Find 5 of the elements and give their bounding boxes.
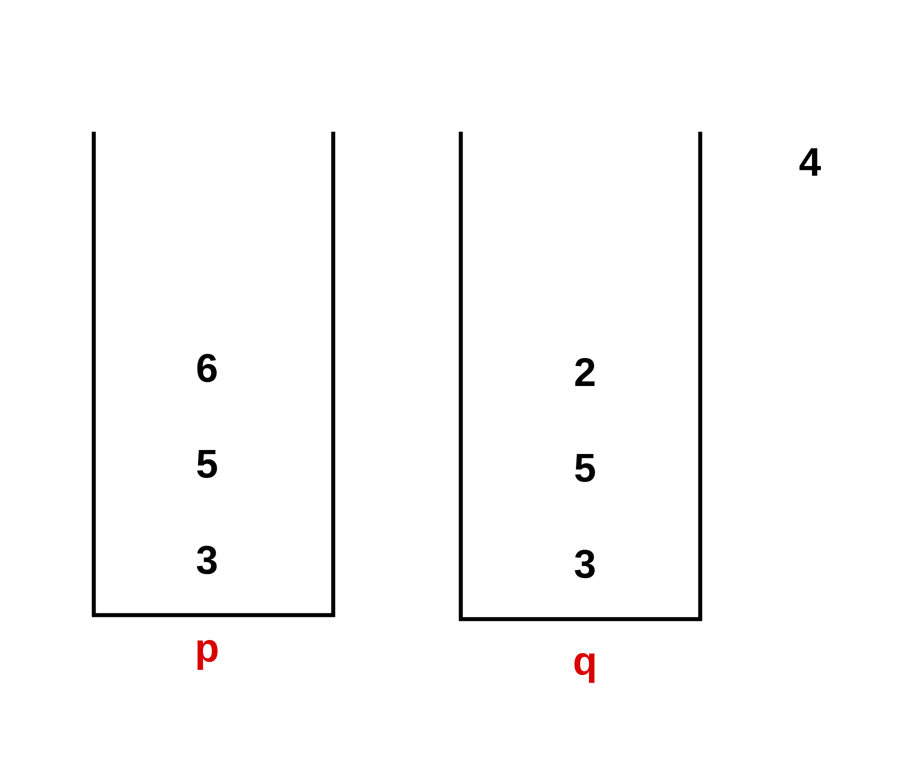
stack-container: 2 5 3 (458, 132, 702, 622)
stack-label: p (197, 640, 218, 670)
stack-container: 6 5 3 (92, 132, 336, 618)
stack-label: q (574, 653, 595, 683)
value-label: 4 (800, 148, 821, 176)
